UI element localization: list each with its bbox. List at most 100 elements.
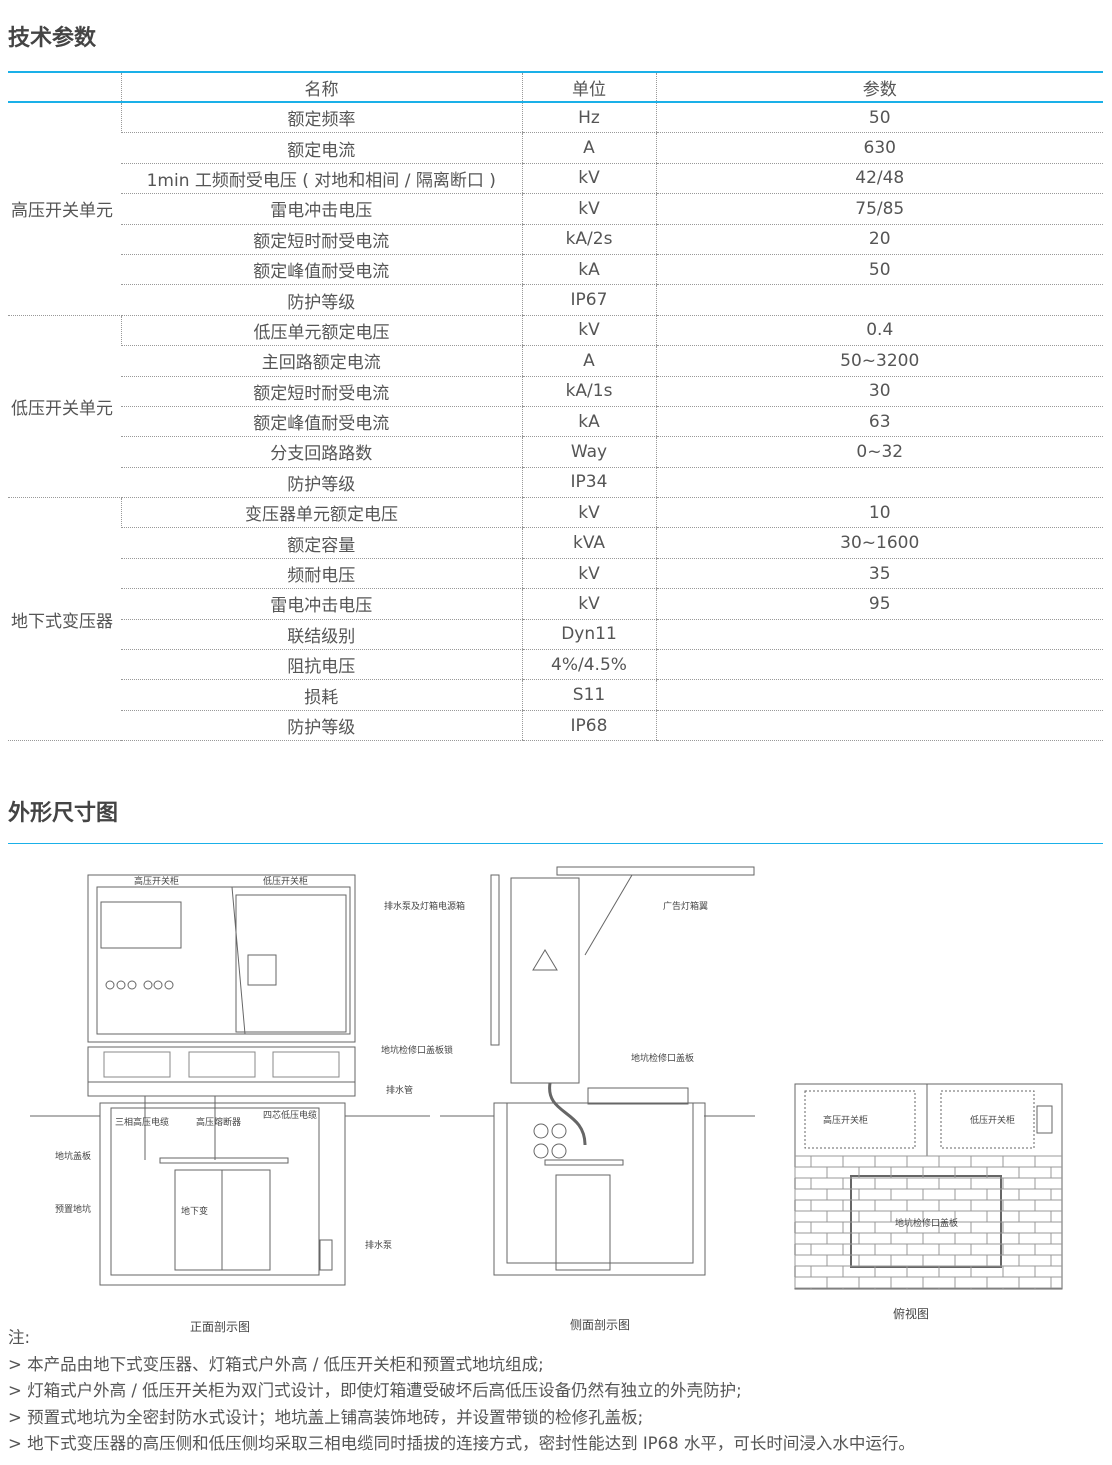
side-label: 广告灯箱翼 <box>663 900 708 912</box>
note-item: > 灯箱式户外高 / 低压开关柜为双门式设计，即使灯箱遭受破坏后高低压设备仍然有… <box>8 1381 742 1400</box>
cell-name: 防护等级 <box>121 467 522 499</box>
cell-value: 30~1600 <box>655 527 1103 559</box>
spec-rule <box>8 71 1103 73</box>
cell-name: 额定峰值耐受电流 <box>121 406 522 438</box>
cell-unit: 4%/4.5% <box>521 649 656 681</box>
cell-value: 0.4 <box>655 315 1103 347</box>
front-label: 高压开关柜 <box>134 875 179 887</box>
notes-title: 注: <box>8 1328 31 1347</box>
cell-name: 额定频率 <box>120 102 522 134</box>
cell-unit: kV <box>521 588 656 620</box>
front-section-view <box>30 874 430 1286</box>
cell-unit: Dyn11 <box>521 619 656 651</box>
note-item: > 预置式地坑为全密封防水式设计；地坑盖上铺高装饰地砖，并设置带锁的检修孔盖板; <box>8 1407 644 1427</box>
cell-value: 63 <box>655 406 1103 438</box>
cell-unit: IP34 <box>521 467 656 499</box>
cell-name: 防护等级 <box>121 710 522 742</box>
cell-value: 0~32 <box>655 436 1103 468</box>
cell-name: 分支回路路数 <box>121 436 522 468</box>
top-view <box>794 1083 1063 1290</box>
cell-value <box>655 619 1103 651</box>
cell-value: 20 <box>655 224 1103 255</box>
cell-value: 30 <box>655 376 1103 407</box>
cell-value: 35 <box>655 558 1103 590</box>
cell-value: 50 <box>655 102 1103 134</box>
cell-unit: kV <box>521 163 656 195</box>
cell-name: 额定短时耐受电流 <box>121 224 522 255</box>
cell-value: 75/85 <box>655 193 1103 225</box>
dims-title: 外形尺寸图 <box>8 801 119 826</box>
header-value: 参数 <box>655 73 1103 103</box>
cell-name: 雷电冲击电压 <box>121 193 522 225</box>
cell-name: 额定短时耐受电流 <box>121 376 522 407</box>
cell-name: 额定容量 <box>121 527 522 559</box>
group-label: 高压开关单元 <box>8 102 121 316</box>
header-name: 名称 <box>120 73 522 103</box>
cell-value: 10 <box>655 497 1103 529</box>
top-caption: 俯视图 <box>893 1306 929 1321</box>
cell-value <box>655 284 1103 316</box>
cell-unit: kV <box>521 558 656 590</box>
top-label: 高压开关柜 <box>823 1114 868 1126</box>
front-label: 地坑检修口盖板锁 <box>381 1044 453 1056</box>
cell-value <box>655 679 1103 711</box>
cell-name: 雷电冲击电压 <box>121 588 522 620</box>
front-label: 四芯低压电缆 <box>263 1109 317 1121</box>
cell-unit: kA/2s <box>521 224 656 255</box>
spec-title: 技术参数 <box>8 26 97 51</box>
cell-name: 防护等级 <box>121 284 522 316</box>
cell-unit: kA <box>521 406 656 438</box>
cell-unit: IP68 <box>521 710 656 742</box>
header-unit: 单位 <box>521 73 656 103</box>
cell-unit: kVA <box>521 527 656 559</box>
cell-unit: kA/1s <box>521 376 656 407</box>
cell-name: 损耗 <box>121 679 522 711</box>
front-label: 三相高压电缆 <box>115 1116 169 1128</box>
front-label: 排水管 <box>386 1084 413 1096</box>
cell-value: 42/48 <box>655 163 1103 195</box>
dimension-drawings: 高压开关柜 低压开关柜 排水泵及灯箱电源箱 地坑检修口盖板锁 排水管 三相高压电… <box>30 866 1063 1334</box>
group-label: 地下式变压器 <box>8 497 121 742</box>
cell-unit: Way <box>521 436 656 468</box>
cell-unit: IP67 <box>521 284 656 316</box>
cell-unit: kV <box>521 497 656 529</box>
table-header: 名称单位参数 <box>8 73 1103 103</box>
cell-unit: kV <box>521 193 656 225</box>
cell-value: 630 <box>655 132 1103 164</box>
cell-name: 额定峰值耐受电流 <box>121 254 522 286</box>
cell-name: 联结级别 <box>121 619 522 651</box>
cell-unit: A <box>521 345 656 377</box>
cell-unit: kA <box>521 254 656 286</box>
top-label: 地坑检修口盖板 <box>895 1217 958 1229</box>
cell-name: 变压器单元额定电压 <box>120 497 522 529</box>
group-label: 低压开关单元 <box>8 315 121 499</box>
cell-value <box>655 710 1103 742</box>
cell-name: 额定电流 <box>121 132 522 164</box>
front-label: 地下变 <box>181 1205 208 1217</box>
side-section-view <box>440 866 755 1276</box>
cell-name: 阻抗电压 <box>121 649 522 681</box>
dims-rule <box>8 843 1103 844</box>
cell-unit: S11 <box>521 679 656 711</box>
cell-value <box>655 467 1103 499</box>
front-label: 低压开关柜 <box>263 875 308 887</box>
cell-unit: A <box>521 132 656 164</box>
cell-name: 主回路额定电流 <box>121 345 522 377</box>
